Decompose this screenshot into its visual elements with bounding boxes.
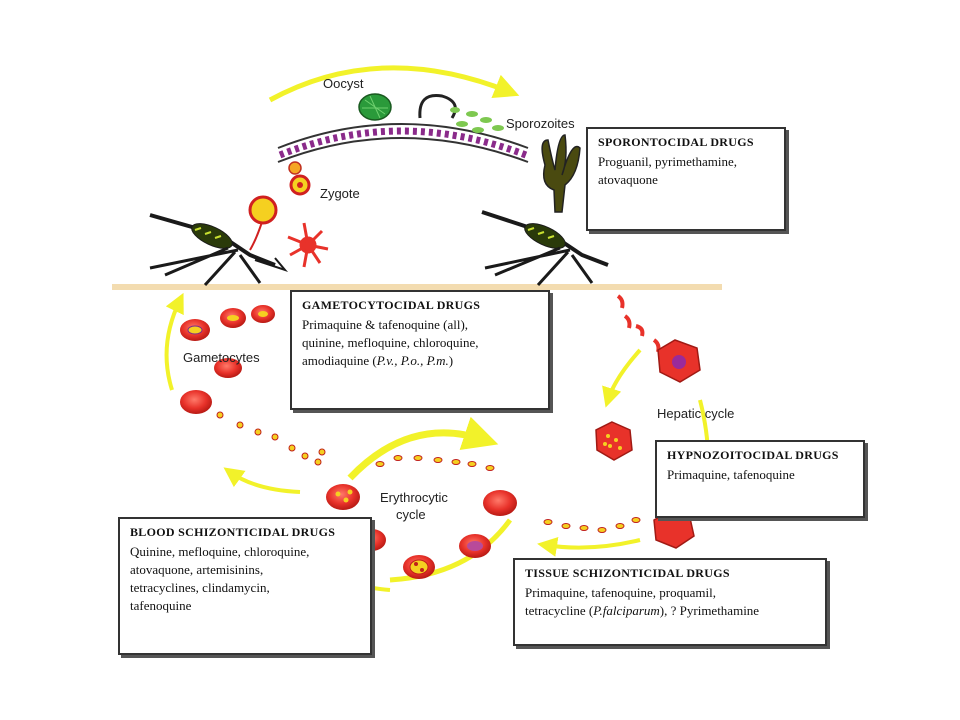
arrow-gametocytes-up [164, 292, 184, 391]
sporontocidal-line: Proguanil, pyrimethamine, [598, 154, 738, 169]
hypnozoitocidal-drugs-box: HYPNOZOITOCIDAL DRUGS Primaquine, tafeno… [655, 440, 865, 518]
blood-schizonticidal-line: atovaquone, artemisinins, [130, 562, 264, 577]
species-italic: P.falciparum [593, 603, 660, 618]
tissue-schizonticidal-line: Primaquine, tafenoquine, proquamil, [525, 585, 716, 600]
gametocytocidal-line: quinine, mefloquine, chloroquine, [302, 335, 479, 350]
gametocyte-rbcs [180, 305, 275, 414]
ookinete [288, 161, 302, 175]
cycle-label: cycle [396, 507, 426, 522]
tissue-schizonticidal-title: TISSUE SCHIZONTICIDAL DRUGS [525, 566, 730, 580]
left-mosquito [149, 213, 289, 287]
gametocytocidal-drugs-box: GAMETOCYTOCIDAL DRUGS Primaquine & tafen… [290, 290, 550, 410]
blood-schizonticidal-line: tetracyclines, clindamycin, [130, 580, 270, 595]
text-segment: ) [448, 353, 454, 368]
erythrocytic-label: Erythrocytic [380, 490, 448, 505]
microgametes [287, 222, 329, 268]
blood-schizonticidal-line: tafenoquine [130, 598, 192, 613]
hypnozoitocidal-line: Primaquine, tafenoquine [667, 467, 795, 482]
arrow-erythrocytic-top [347, 416, 499, 481]
merozoites-left [216, 411, 326, 466]
erythrocytic-cells [326, 484, 517, 579]
tissue-schizonticidal-line: tetracycline (P.falciparum), ? Pyrimetha… [525, 602, 815, 620]
gametocytocidal-title: GAMETOCYTOCIDAL DRUGS [302, 298, 481, 312]
text-segment: tetracycline ( [525, 603, 594, 618]
blood-schizonticidal-title: BLOOD SCHIZONTICIDAL DRUGS [130, 525, 336, 539]
arrow-liver-to-blood [537, 536, 641, 557]
gametocytocidal-line: Primaquine & tafenoquine (all), [302, 317, 469, 332]
hypnozoitocidal-title: HYPNOZOITOCIDAL DRUGS [667, 448, 839, 462]
right-mosquito [481, 210, 609, 287]
zygote-label: Zygote [320, 186, 360, 201]
mosquito-gut-wall [277, 123, 529, 163]
species-italic: P.v., P.o., P.m. [376, 353, 449, 368]
blood-schizonticidal-drugs-box: BLOOD SCHIZONTICIDAL DRUGS Quinine, mefl… [118, 517, 372, 655]
text-segment: ), ? Pyrimethamine [659, 603, 760, 618]
female-gamete [248, 195, 278, 225]
oocyst-label: Oocyst [323, 76, 364, 91]
sporozoites-descending [616, 294, 661, 353]
merozoites-liver-release [543, 517, 641, 533]
sporontocidal-title: SPORONTOCIDAL DRUGS [598, 135, 754, 149]
hepatocytes [595, 339, 701, 549]
arrow-erythrocytic-bottom [389, 518, 513, 583]
gametocytocidal-line: amodiaquine (P.v., P.o., P.m.) [302, 352, 538, 370]
ground-line [112, 284, 722, 290]
arrow-to-liver [602, 348, 642, 408]
sporozoites-label: Sporozoites [506, 116, 575, 131]
arrow-to-gametocytes [223, 467, 301, 494]
arrow-top-arc [268, 65, 520, 103]
gametocytes-label: Gametocytes [183, 350, 260, 365]
text-segment: amodiaquine ( [302, 353, 377, 368]
tissue-schizonticidal-drugs-box: TISSUE SCHIZONTICIDAL DRUGS Primaquine, … [513, 558, 827, 646]
salivary-gland [541, 134, 581, 213]
hepatic-cycle-label: Hepatic cycle [657, 406, 735, 421]
blood-schizonticidal-line: Quinine, mefloquine, chloroquine, [130, 544, 310, 559]
sporontocidal-line: atovaquone [598, 172, 658, 187]
rupturing-oocyst [418, 93, 457, 119]
sporontocidal-drugs-box: SPORONTOCIDAL DRUGS Proguanil, pyrimetha… [586, 127, 786, 231]
sporozoites [450, 107, 504, 133]
merozoites-middle [375, 455, 495, 471]
